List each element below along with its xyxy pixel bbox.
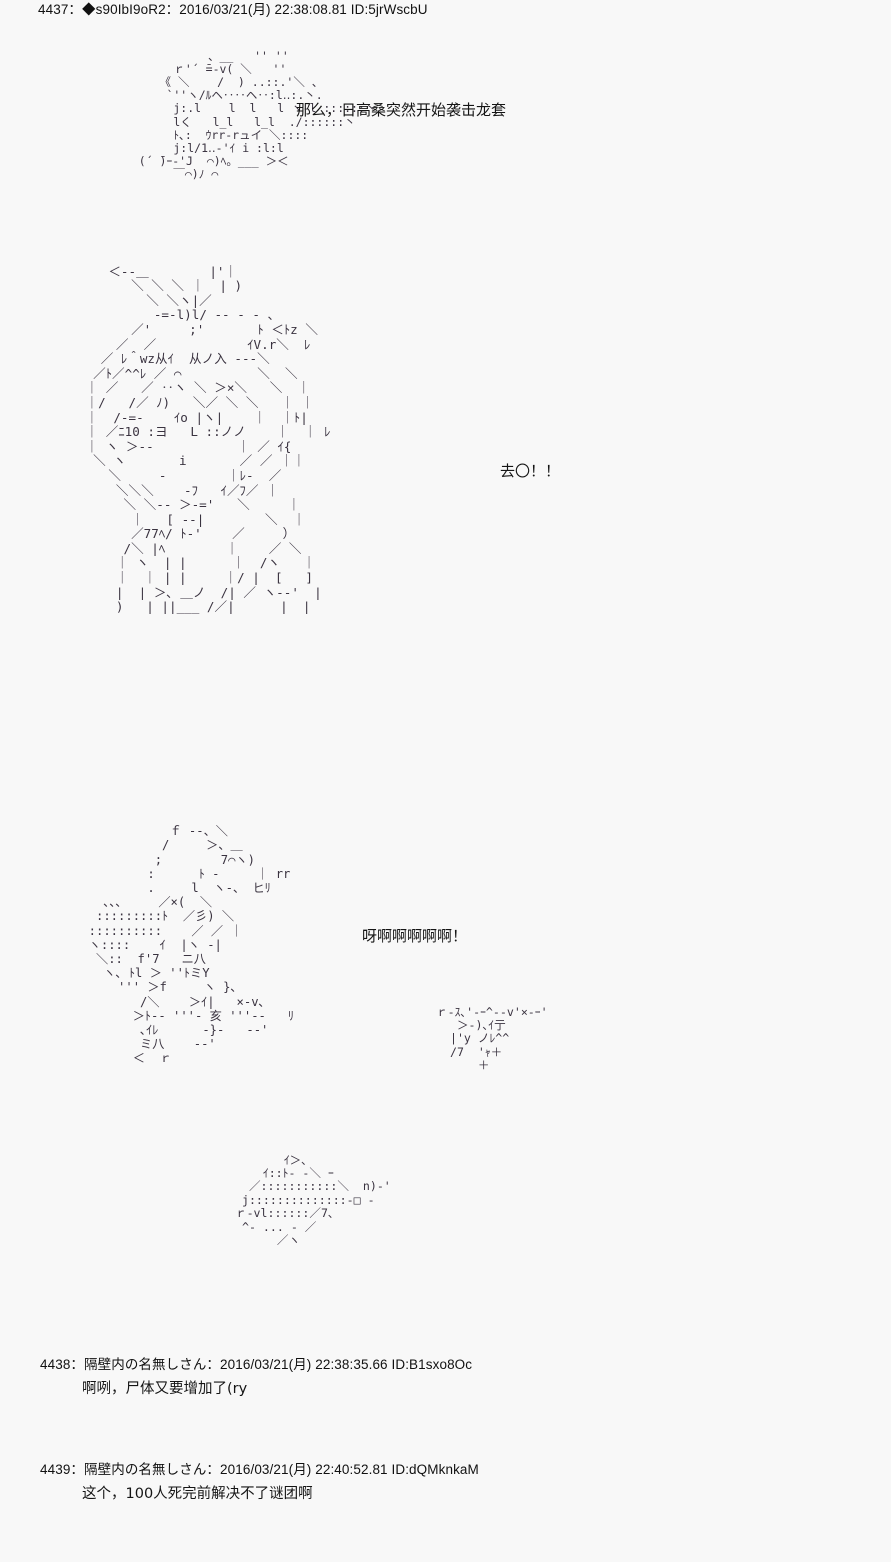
ascii-art-1: 、__ '' '' ｒ'´ ̄=‐v( ＼ '' 《 ＼ / ) ..::.'＼… <box>138 48 377 182</box>
post-header-4439: 4439：隔壁内の名無しさん：2016/03/21(月) 22:40:52.81… <box>40 1462 479 1477</box>
post-body-4438: 啊咧，尸体又要增加了(ry <box>82 1381 248 1397</box>
caption-scream-3: 呀啊啊啊啊啊！ <box>362 927 468 945</box>
ascii-art-5: ｲ＞､ ｲ::ﾄ‐ ‐＼ ｰ ／:::::::::::＼ n)‐' j:::::… <box>234 1152 391 1248</box>
ascii-art-2: ＜‐‐＿ |'｜ ＼ ＼ ＼ ｜ | ) ＼ ＼ヽ|／ ‐=‐l)l/ ‐‐ ‐… <box>85 263 331 615</box>
post-header-4438: 4438：隔壁内の名無しさん：2016/03/21(月) 22:38:35.66… <box>40 1357 473 1372</box>
post-body-4439: 这个，100人死完前解决不了谜团啊 <box>82 1486 313 1502</box>
ascii-art-4: ｒ‐ｽ､'‐ｰ^‐‐v'×‐ｰ' ＞‐)､ｲ亍 |'y ノﾚ^^ /7 'ｬ＋ … <box>436 1004 548 1073</box>
ascii-art-3: ｆ ‐‐、＼ / ＞、＿ ; 7⌒ヽ) : ﾄ ‐ ｜ rr . l ヽ‐、 ヒ… <box>88 824 294 1066</box>
post-header-4437: 4437：◆s90IbI9oR2：2016/03/21(月) 22:38:08.… <box>38 2 428 17</box>
caption-shout-2: 去〇！！ <box>500 462 561 480</box>
caption-narration-1: 那么，日高桑突然开始袭击龙套 <box>296 101 507 119</box>
